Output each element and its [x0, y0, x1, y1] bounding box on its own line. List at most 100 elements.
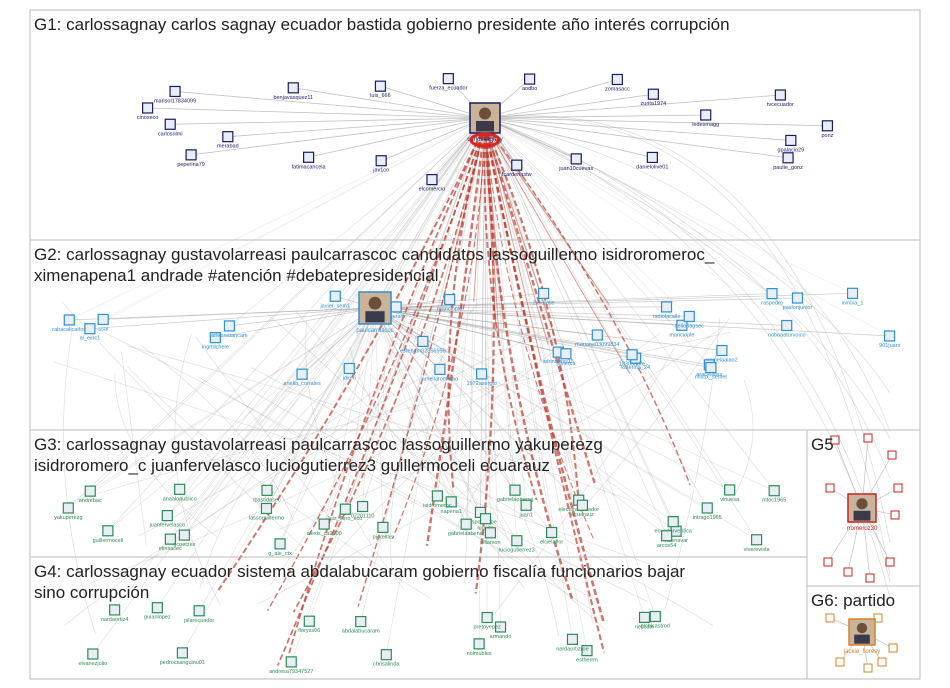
node-g2-16: arlennatancam	[211, 320, 248, 339]
node-g3-25: anaalopublico	[163, 483, 197, 502]
node-g1-18: zurita1974	[641, 88, 666, 107]
node-label: zomasacc	[605, 86, 630, 92]
node-g3-26: villamon	[480, 527, 501, 546]
g5-satellite-node	[885, 557, 895, 567]
node-g2-7: pamelaalao2	[706, 344, 738, 364]
group-title-g2-line-2: ximenapena1 andrade #atención #debatepre…	[34, 266, 439, 285]
node-g1-13: benjavasquez11	[273, 82, 313, 101]
g5-satellite-node	[830, 435, 840, 445]
node-label: elinsacec	[159, 546, 182, 552]
node-g1-7: fatimacancela	[292, 151, 327, 170]
node-g3-11: lassoguillermo	[249, 502, 284, 521]
node-g2-13: mariane03099834	[575, 329, 619, 348]
hub-node-paulcarrascoc: paulcarrascoc	[356, 291, 394, 334]
node-g1-8: peperina79	[177, 149, 205, 168]
node-label: danielolive01	[636, 164, 668, 170]
node-label: fatimacancela	[292, 164, 327, 170]
node-g3-15: arcos54	[657, 530, 677, 549]
node-g3-3: gabrielaortegaj	[497, 484, 533, 503]
node-g4-10: floryss06	[298, 615, 320, 634]
node-label: riescote	[635, 624, 654, 630]
g5-satellite-node	[843, 567, 853, 577]
node-label: arlennatancam	[211, 333, 248, 339]
node-label: guillermoceli	[93, 538, 124, 544]
node-g3-28: luis_flero_eco	[328, 503, 362, 522]
node-label: javierca	[555, 361, 576, 367]
node-label: gcoetzes	[173, 542, 195, 548]
node-g2-21: radiolacalle	[653, 301, 680, 320]
node-label: pedrocsanguinu01	[160, 660, 205, 666]
node-g3-24: elinsacec	[159, 533, 182, 552]
node-g4-5: elvanezjulio	[78, 648, 107, 667]
group-title-g3-line-1: G3: carlossagnay gustavolarreasi paulcar…	[34, 435, 603, 454]
node-g2-28: 1830andre	[619, 349, 645, 368]
node-label: jdxeri	[342, 375, 356, 381]
group-title-g4-line-2: sino corrupción	[34, 583, 149, 602]
node-g1-16: aodbo	[522, 73, 537, 92]
node-g3-27: elcielaflor	[540, 526, 563, 545]
node-g2-1: estebam82356959	[400, 335, 446, 354]
node-g1-11: cinoxeco	[137, 102, 158, 121]
node-g2-12: missx_semet	[695, 361, 727, 381]
node-label: plchlcastrod	[641, 624, 670, 630]
hub-self-loop	[469, 132, 501, 148]
node-g1-1: paulie_gonz	[773, 152, 803, 171]
node-g2-14: deliorlagsec	[675, 310, 704, 329]
node-g3-13: andrebac	[79, 485, 102, 504]
node-g4-7: nardaortiz4	[101, 604, 128, 623]
graph-nodes: gpalacio29paulie_gonzdanielolive01juan10…	[52, 73, 903, 675]
node-label: chrisalinda	[373, 662, 400, 668]
node-g2-4: raspedro	[761, 288, 783, 307]
node-g2-10: javierca	[555, 348, 576, 367]
node-label: amellaromatao	[422, 376, 458, 382]
node-label: guianlopez	[144, 615, 171, 621]
node-label: luciogutierrez3	[499, 548, 535, 554]
node-g2-29: manciople	[437, 293, 462, 313]
node-label: nardaortizroe	[556, 646, 588, 652]
node-label: ecuadorverifica	[655, 529, 693, 535]
node-label: napena1	[441, 509, 462, 515]
node-g2-27: 901juani	[879, 330, 900, 349]
node-g3-14: viverevista	[744, 534, 771, 553]
node-label: juanfervelasco	[149, 523, 185, 529]
node-label: armando	[490, 634, 512, 640]
node-g4-11: plchlcastrod	[641, 610, 670, 630]
node-g1-3: juan10cuevas	[558, 153, 593, 172]
node-g3-22: juanfervelasco	[149, 510, 185, 529]
node-label: floryss06	[298, 628, 320, 634]
node-g3-17: g_ale_ctx	[268, 538, 292, 557]
node-g1-21: ponz	[821, 120, 834, 139]
g6-satellite-node	[888, 643, 898, 653]
g6-satellite-node	[825, 613, 835, 623]
g6-satellite-node	[835, 657, 845, 667]
node-label: adrinmaxs15	[543, 359, 575, 365]
node-label: arcos54	[657, 543, 677, 549]
node-label: ssal	[98, 326, 108, 332]
g5-satellite-node	[863, 433, 873, 443]
node-label: anelia_corrales	[283, 381, 321, 387]
node-g1-0: gpalacio29	[778, 134, 804, 153]
node-label: pretoyepez	[474, 624, 501, 630]
group-title-g3-line-2: isidroromero_c juanfervelasco luciogutie…	[34, 456, 550, 475]
node-label: juan1	[518, 512, 532, 518]
node-label: benjavasquez11	[273, 95, 313, 101]
node-g3-29: intrago1965	[693, 502, 722, 521]
node-label: intrago1965	[693, 515, 722, 521]
node-label: elcomercio	[419, 187, 446, 193]
g6-satellite-node	[873, 613, 883, 623]
node-label: carlosnlmi	[158, 131, 183, 137]
node-label: elvanezjulio	[78, 661, 107, 667]
node-label: yakuperezg	[54, 515, 82, 521]
node-g4-3: pedrocsanguinu01	[160, 647, 205, 666]
node-g3-16: 07201110	[351, 500, 375, 520]
node-label: raspedro	[761, 301, 783, 307]
node-label: viverevista	[744, 547, 771, 553]
node-label: 07201110	[351, 514, 375, 520]
node-g1-4: fcardenastw	[502, 159, 532, 178]
node-label: juan10cuevas	[558, 166, 593, 172]
node-g3-21: ecuarauz	[571, 499, 594, 518]
node-g3-23: lbastidasec	[253, 484, 281, 503]
node-label: marisol17834099	[154, 98, 196, 104]
